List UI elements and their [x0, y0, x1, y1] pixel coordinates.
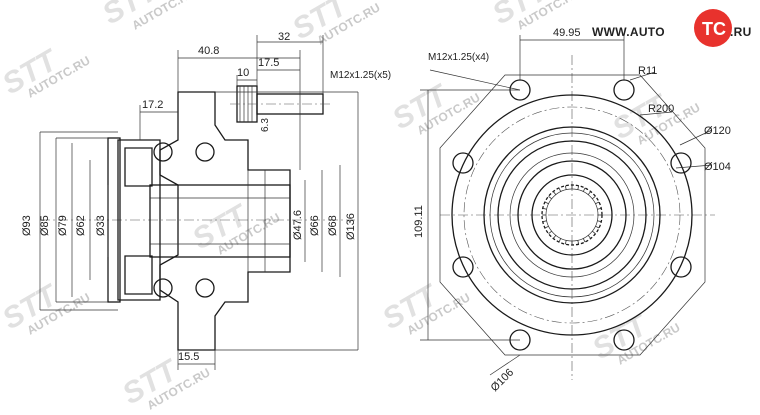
spline-tooth [587, 191, 592, 195]
hub-bore [149, 184, 291, 258]
spline-tooth [548, 195, 552, 200]
spline-tooth [542, 207, 547, 210]
diameter-label: Ø106 [489, 367, 517, 395]
bearing-housing [117, 139, 161, 301]
dim-label: 17.5 [258, 57, 279, 69]
logo-badge-text: TC [702, 19, 726, 39]
spline-teeth [542, 185, 602, 245]
bolt-hole [670, 256, 692, 278]
spline-tooth [544, 225, 549, 229]
side-section-view [39, 35, 359, 370]
dim-label: 49.95 [553, 27, 581, 39]
dim-label: 32 [278, 31, 290, 43]
hub-flange-outline [451, 94, 693, 336]
diameter-label: Ø104 [704, 161, 731, 173]
spline-tooth [587, 235, 592, 239]
spline-tooth [552, 235, 557, 239]
spline-tooth [577, 185, 580, 190]
flange-section [159, 91, 291, 351]
site-logo[interactable]: WWW.AUTO TC .RU [592, 9, 752, 47]
diameter-label: Ø47.6 [292, 210, 304, 240]
bolt-thread-label: M12x1.25(x4) [428, 52, 489, 63]
dim-label: 15.5 [178, 351, 199, 363]
dim-label: 17.2 [142, 99, 163, 111]
spline-tooth [582, 238, 586, 243]
spline-tooth [582, 187, 586, 192]
spline-tooth [597, 220, 602, 223]
watermark-layer: STT AUTOTC.RU STT AUTOTC.RU STT AUTOTC.R… [0, 0, 703, 413]
dim-label: 109.11 [413, 205, 425, 238]
diameter-label: Ø93 [21, 215, 33, 236]
radius-label: R11 [638, 65, 657, 77]
bearing-ball [153, 278, 173, 298]
radius-label: R200 [648, 103, 674, 115]
logo-text: WWW.AUTO [592, 25, 665, 39]
spline-tooth [558, 187, 562, 192]
dim-label: 6.3 [260, 118, 271, 132]
dim-label: 10 [237, 67, 249, 79]
front-view [420, 35, 715, 380]
bearing-ball [195, 278, 215, 298]
diameter-label: Ø136 [345, 213, 357, 240]
diameter-label: Ø66 [309, 215, 321, 236]
bolt-hole [613, 79, 635, 101]
diameter-label: Ø62 [75, 215, 87, 236]
spline-tooth [597, 207, 602, 210]
diameter-label: Ø120 [704, 125, 731, 137]
spline-tooth [542, 220, 547, 223]
diameter-label: Ø85 [39, 215, 51, 236]
bearing-ball [195, 142, 215, 162]
logo-suffix: .RU [730, 25, 752, 39]
diameter-label: Ø68 [327, 215, 339, 236]
spline-tooth [592, 195, 596, 200]
dim-label: 40.8 [198, 45, 219, 57]
spline-tooth [548, 230, 552, 235]
spline-tooth [577, 240, 580, 245]
spline-tooth [564, 185, 567, 190]
spline-tooth [595, 225, 600, 229]
bearing-ball [153, 142, 173, 162]
spline-tooth [592, 230, 596, 235]
bolt-thread-label: M12x1.25(x5) [330, 70, 391, 81]
bolt-hole [452, 256, 474, 278]
spline-tooth [595, 201, 600, 205]
spline-tooth [564, 240, 567, 245]
side-view-labels: 40.8 32 17.5 10 M12x1.25(x5) 17.2 6.3 15… [21, 31, 391, 363]
bolt-hole [452, 152, 474, 174]
bolt-hole [613, 329, 635, 351]
spline-tooth [552, 191, 557, 195]
bolt-hole [670, 152, 692, 174]
diameter-label: Ø33 [95, 215, 107, 236]
diameter-label: Ø79 [57, 215, 69, 236]
logo-badge-icon [694, 9, 732, 47]
spline-tooth [558, 238, 562, 243]
spline-tooth [544, 201, 549, 205]
